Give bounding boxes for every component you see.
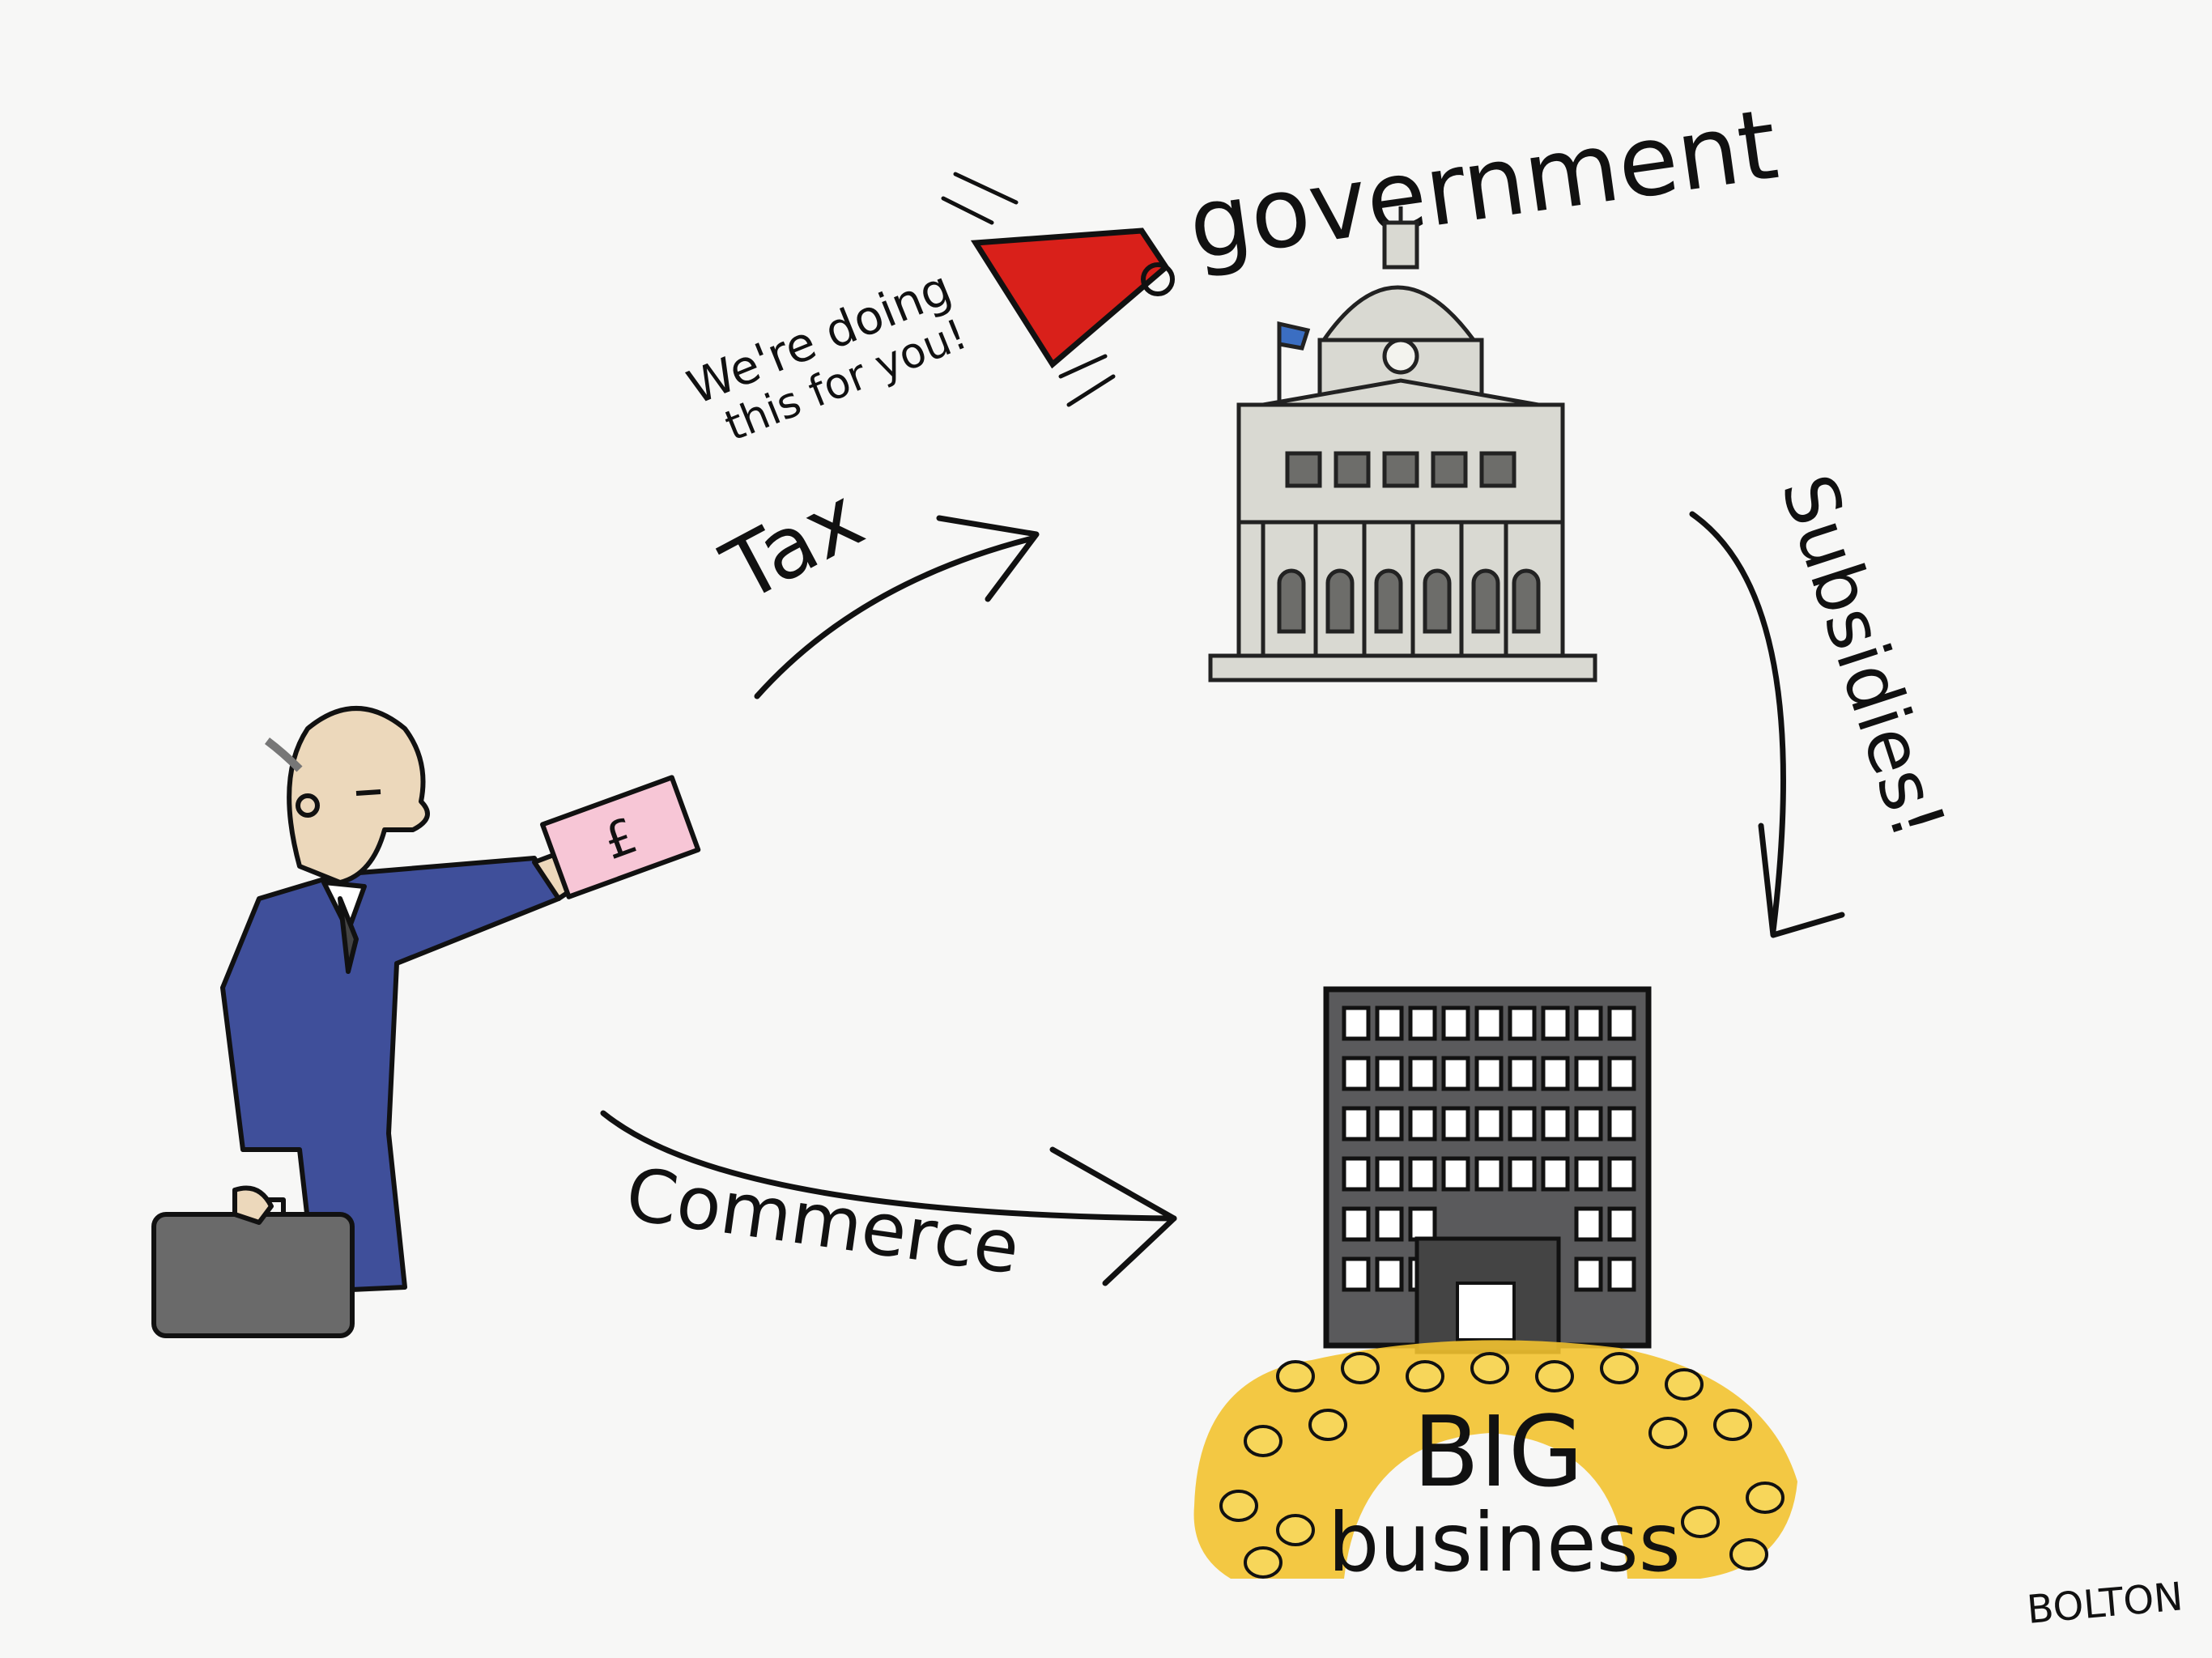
office-window bbox=[1574, 1256, 1603, 1292]
office-window bbox=[1607, 1005, 1636, 1041]
office-window bbox=[1474, 1156, 1504, 1192]
office-window bbox=[1574, 1156, 1603, 1192]
office-window bbox=[1508, 1056, 1537, 1091]
gold-coin bbox=[1648, 1417, 1687, 1449]
gold-coin bbox=[1746, 1482, 1784, 1514]
gold-coin bbox=[1729, 1538, 1768, 1571]
office-window bbox=[1441, 1056, 1470, 1091]
office-window bbox=[1474, 1106, 1504, 1141]
gold-coin bbox=[1244, 1546, 1283, 1579]
office-window bbox=[1574, 1206, 1603, 1242]
government-building bbox=[1208, 206, 1597, 682]
business-label: business bbox=[1328, 1495, 1681, 1590]
office-window bbox=[1408, 1056, 1437, 1091]
office-window bbox=[1375, 1056, 1404, 1091]
office-window bbox=[1408, 1106, 1437, 1141]
gold-coin bbox=[1665, 1368, 1704, 1401]
office-window bbox=[1474, 1056, 1504, 1091]
suit bbox=[220, 856, 561, 1294]
office-window bbox=[1342, 1005, 1371, 1041]
office-window bbox=[1574, 1106, 1603, 1141]
office-window bbox=[1607, 1156, 1636, 1192]
tax-arrow bbox=[754, 515, 1040, 699]
office-window bbox=[1408, 1005, 1437, 1041]
office-window bbox=[1574, 1005, 1603, 1041]
gold-coin bbox=[1244, 1425, 1283, 1457]
office-window bbox=[1342, 1056, 1371, 1091]
office-window bbox=[1375, 1005, 1404, 1041]
office-window bbox=[1607, 1106, 1636, 1141]
office-window bbox=[1508, 1156, 1537, 1192]
office-window bbox=[1474, 1005, 1504, 1041]
office-window bbox=[1607, 1056, 1636, 1091]
office-window bbox=[1607, 1256, 1636, 1292]
gold-coin bbox=[1406, 1360, 1444, 1392]
office-window bbox=[1342, 1156, 1371, 1192]
gold-coin bbox=[1535, 1360, 1574, 1392]
commerce-arrow bbox=[600, 1110, 1177, 1286]
office-window bbox=[1375, 1256, 1404, 1292]
office-window bbox=[1342, 1106, 1371, 1141]
office-window bbox=[1441, 1156, 1470, 1192]
briefcase-icon bbox=[151, 1185, 355, 1338]
gold-coin bbox=[1681, 1506, 1720, 1538]
big-business-building bbox=[1323, 986, 1652, 1354]
office-window bbox=[1375, 1206, 1404, 1242]
office-window bbox=[1541, 1005, 1570, 1041]
office-window bbox=[1441, 1106, 1470, 1141]
gold-coin bbox=[1713, 1409, 1752, 1441]
office-window bbox=[1342, 1206, 1371, 1242]
office-window bbox=[1342, 1256, 1371, 1292]
flag-icon bbox=[1277, 321, 1311, 351]
megaphone-icon bbox=[941, 172, 1175, 407]
gold-coin bbox=[1600, 1352, 1639, 1384]
office-window bbox=[1607, 1206, 1636, 1242]
office-window bbox=[1441, 1005, 1470, 1041]
office-window bbox=[1408, 1156, 1437, 1192]
office-window bbox=[1508, 1005, 1537, 1041]
office-window bbox=[1541, 1106, 1570, 1141]
office-window bbox=[1574, 1056, 1603, 1091]
gold-coin-pile bbox=[1193, 1340, 1797, 1579]
gold-coin bbox=[1276, 1360, 1315, 1392]
gold-coin bbox=[1276, 1514, 1315, 1546]
tie bbox=[338, 896, 359, 974]
subsidies-arrow bbox=[1689, 511, 1845, 938]
office-window bbox=[1375, 1106, 1404, 1141]
gold-coin bbox=[1470, 1352, 1509, 1384]
big-label: BIG bbox=[1413, 1397, 1584, 1509]
office-window bbox=[1508, 1106, 1537, 1141]
gold-coin bbox=[1341, 1352, 1380, 1384]
office-window bbox=[1541, 1156, 1570, 1192]
banknote-icon: £ bbox=[540, 775, 701, 899]
office-window bbox=[1375, 1156, 1404, 1192]
office-window bbox=[1541, 1056, 1570, 1091]
gold-coin bbox=[1308, 1409, 1347, 1441]
gold-coin bbox=[1219, 1490, 1258, 1522]
office-window bbox=[1408, 1206, 1437, 1242]
clock-icon bbox=[1382, 338, 1419, 375]
taxpayer-man: £ bbox=[151, 706, 701, 1338]
